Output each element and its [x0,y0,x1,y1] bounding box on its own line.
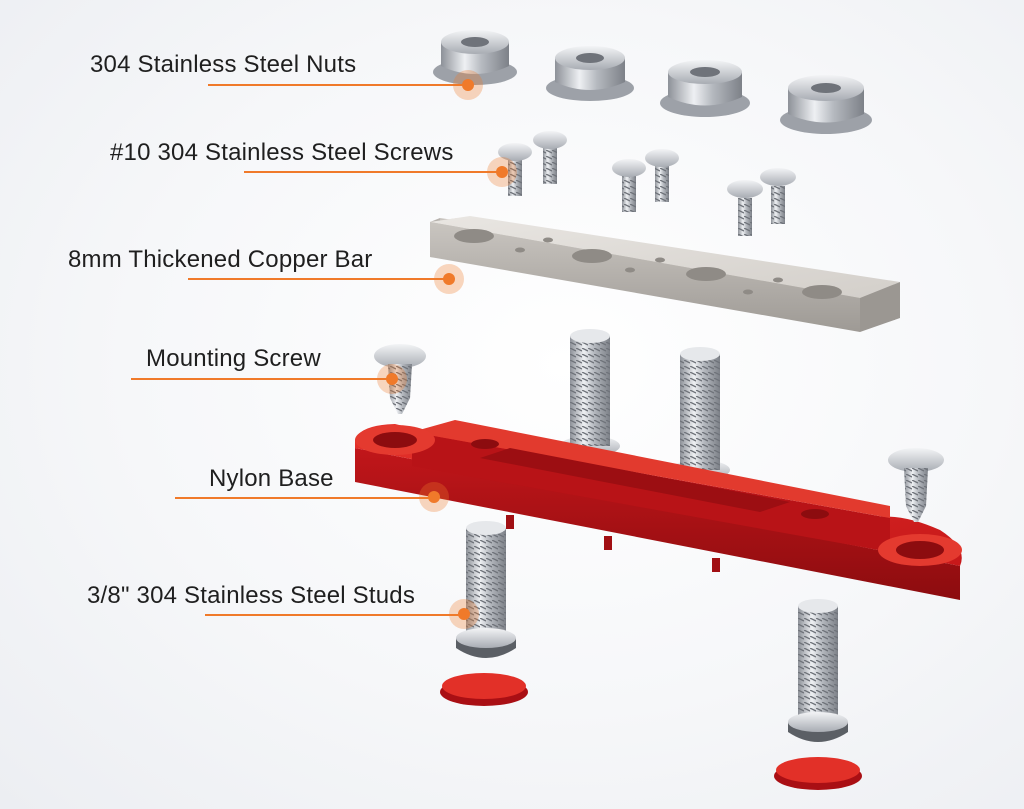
marker-dot-screws [487,157,517,187]
tall-stud-left [560,329,620,456]
mounting-screw-right [888,448,944,522]
tall-stud-right [670,347,730,480]
leader-line-bar [188,278,448,280]
nut-2 [546,46,634,101]
marker-dot-nuts [453,70,483,100]
leader-line-screws [244,171,502,173]
screw-pair-3 [727,168,796,236]
copper-bar [430,216,900,332]
screw-pair-2 [612,149,679,212]
nylon-base [355,420,962,600]
marker-dot-bar [434,264,464,294]
nut-4 [780,75,872,134]
leader-line-studs [205,614,463,616]
bottom-stud-right [788,599,848,742]
bottom-stud-left [456,521,516,658]
callout-label-nuts: 304 Stainless Steel Nuts [90,51,357,78]
bottom-cap-left [440,673,528,706]
bottom-cap-right [774,757,862,790]
callout-label-base: Nylon Base [209,465,334,492]
leader-line-base [175,497,433,499]
leader-line-mounting [131,378,391,380]
nut-3 [660,60,750,117]
callout-label-mounting: Mounting Screw [146,345,321,372]
marker-dot-mounting [377,364,407,394]
marker-dot-studs [449,599,479,629]
callout-label-screws: #10 304 Stainless Steel Screws [110,139,454,166]
marker-dot-base [419,482,449,512]
callout-label-studs: 3/8" 304 Stainless Steel Studs [87,582,416,609]
leader-line-nuts [208,84,468,86]
callout-label-bar: 8mm Thickened Copper Bar [68,246,373,273]
screw-pair-1 [498,131,567,196]
